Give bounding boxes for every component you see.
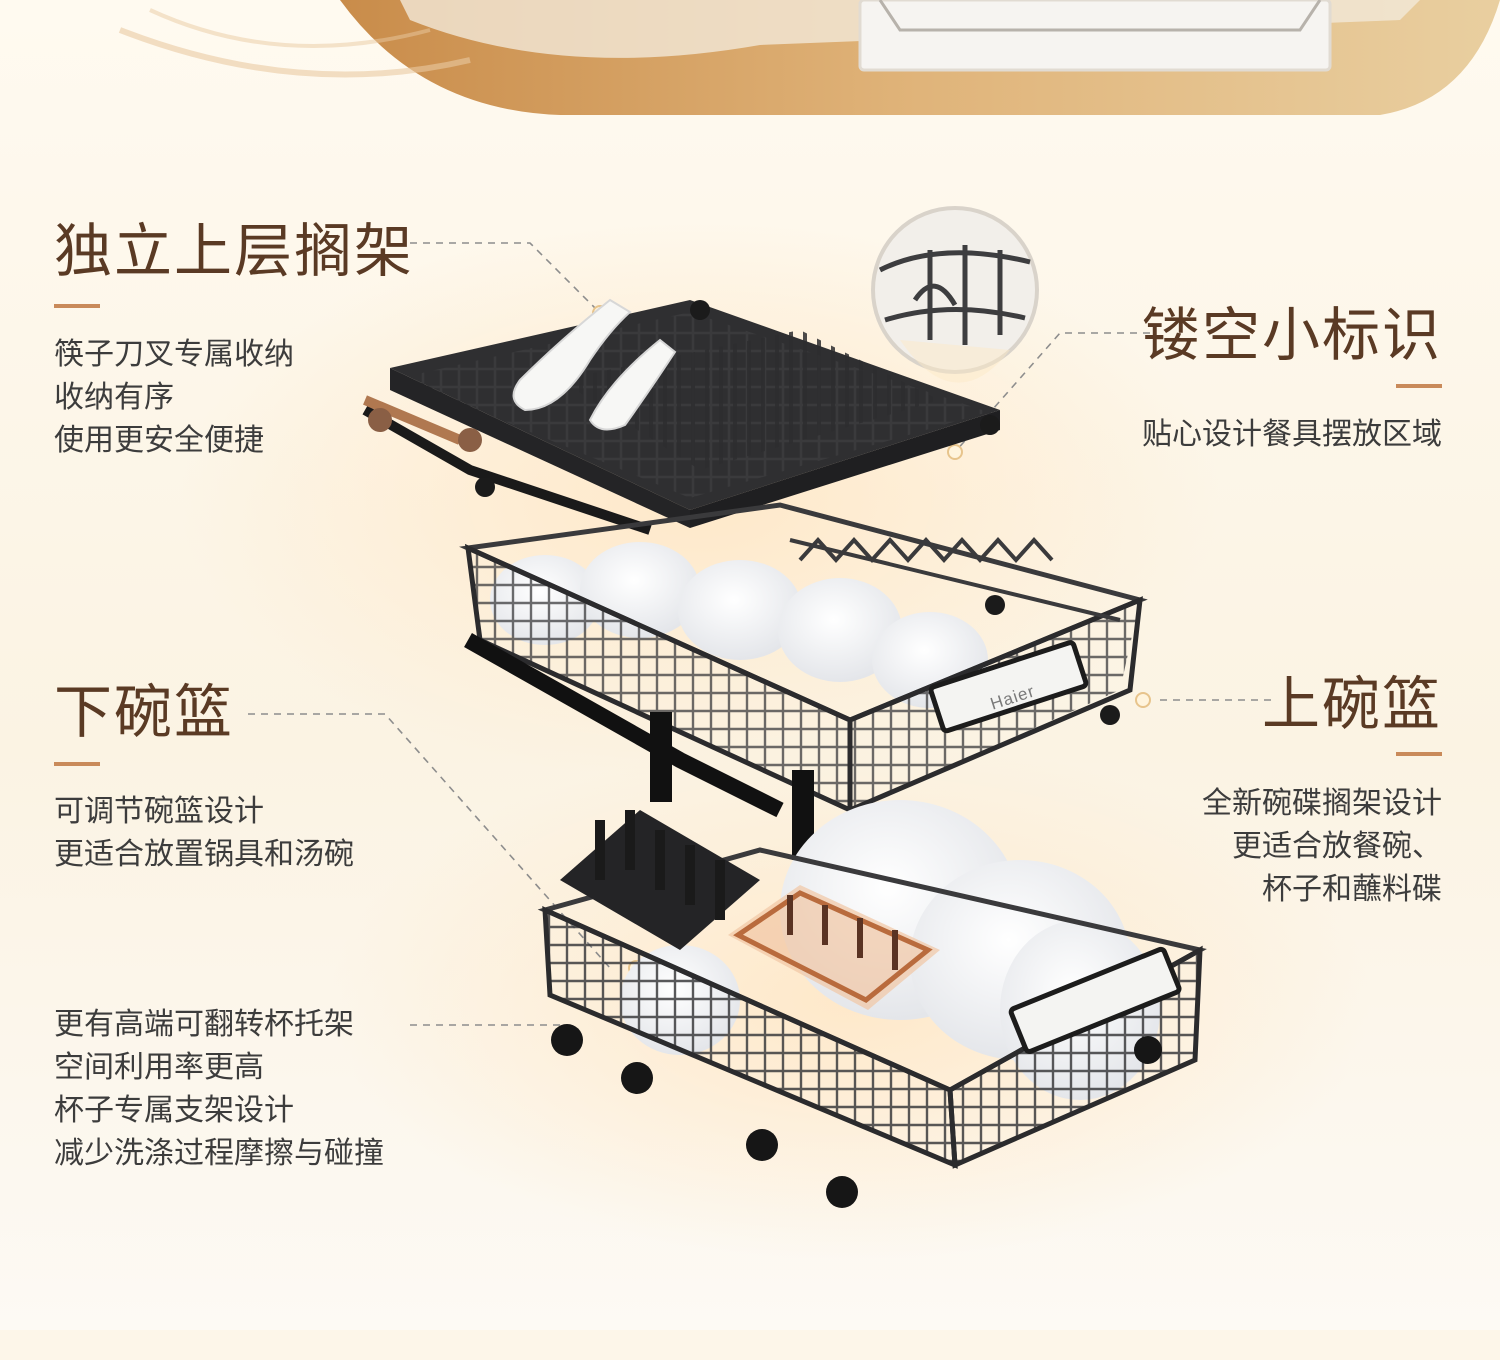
desc-line: 使用更安全便捷 <box>54 423 264 458</box>
desc-line: 收纳有序 <box>54 380 174 415</box>
feature-desc-lower-basket: 可调节碗篮设计 更适合放置锅具和汤碗 <box>54 790 354 876</box>
feature-title-upper-rack: 独立上层搁架 <box>54 217 415 285</box>
accent-rule <box>1396 384 1442 388</box>
feature-title-upper-basket: 上碗篮 <box>1261 670 1442 738</box>
accent-rule <box>1396 752 1442 756</box>
accent-rule <box>54 762 100 766</box>
accent-rule <box>54 304 100 308</box>
desc-line: 更有高端可翻转杯托架 <box>54 1007 354 1042</box>
cup-rack-note: 更有高端可翻转杯托架 空间利用率更高 杯子专属支架设计 减少洗涤过程摩擦与碰撞 <box>54 1003 384 1175</box>
feature-desc-upper-rack: 筷子刀叉专属收纳 收纳有序 使用更安全便捷 <box>54 333 294 462</box>
feature-title-lower-basket: 下碗篮 <box>54 678 235 746</box>
feature-desc-upper-basket: 全新碗碟搁架设计 更适合放餐碗、 杯子和蘸料碟 <box>1202 782 1442 911</box>
desc-line: 筷子刀叉专属收纳 <box>54 337 294 372</box>
desc-line: 减少洗涤过程摩擦与碰撞 <box>54 1136 384 1171</box>
desc-line: 贴心设计餐具摆放区域 <box>1142 417 1442 452</box>
desc-line: 杯子和蘸料碟 <box>1262 872 1442 907</box>
desc-line: 全新碗碟搁架设计 <box>1202 786 1442 821</box>
desc-line: 可调节碗篮设计 <box>54 794 264 829</box>
feature-title-hollow-marker: 镂空小标识 <box>1141 301 1442 369</box>
desc-line: 更适合放餐碗、 <box>1232 829 1442 864</box>
desc-line: 空间利用率更高 <box>54 1050 264 1085</box>
desc-line: 杯子专属支架设计 <box>54 1093 294 1128</box>
desc-line: 更适合放置锅具和汤碗 <box>54 837 354 872</box>
brand-logo <box>928 640 1089 734</box>
feature-desc-hollow-marker: 贴心设计餐具摆放区域 <box>1142 413 1442 456</box>
